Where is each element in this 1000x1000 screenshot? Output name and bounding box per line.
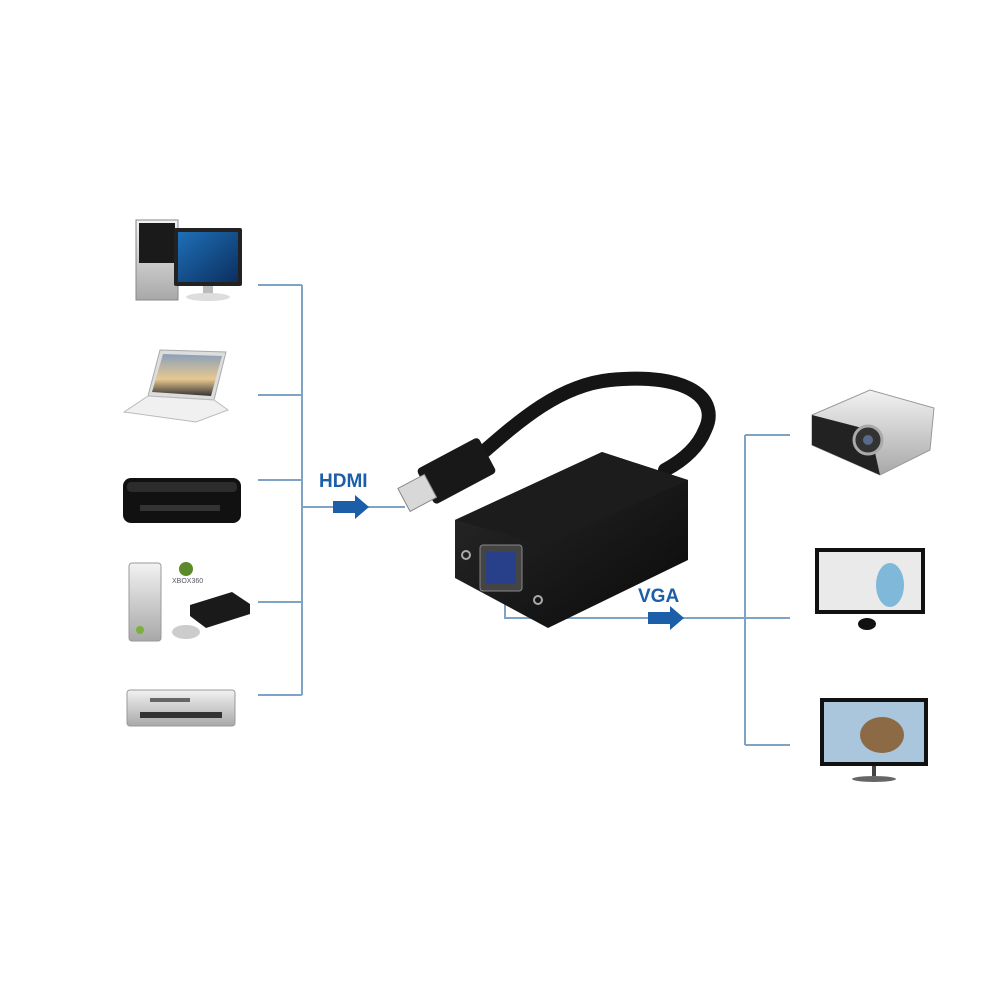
hdmi-arrow-icon — [333, 495, 369, 519]
projector-icon — [811, 389, 935, 476]
vga-label: VGA — [638, 586, 680, 607]
monitor-icon — [815, 548, 925, 630]
hdmi-label: HDMI — [319, 471, 368, 492]
xbox360-logo-text: XBOX360 — [172, 578, 204, 585]
laptop-icon — [122, 349, 230, 423]
media-box-icon — [123, 478, 241, 523]
hdmi-vga-adapter — [397, 371, 716, 628]
mini-computer-icon — [126, 689, 236, 727]
hdmi-plug — [397, 438, 496, 513]
desktop-pc-icon — [135, 219, 242, 301]
game-consoles-icon — [128, 562, 250, 642]
adapter-cable — [473, 371, 716, 477]
tv-icon — [820, 698, 928, 782]
vga-arrow-icon — [648, 606, 684, 630]
